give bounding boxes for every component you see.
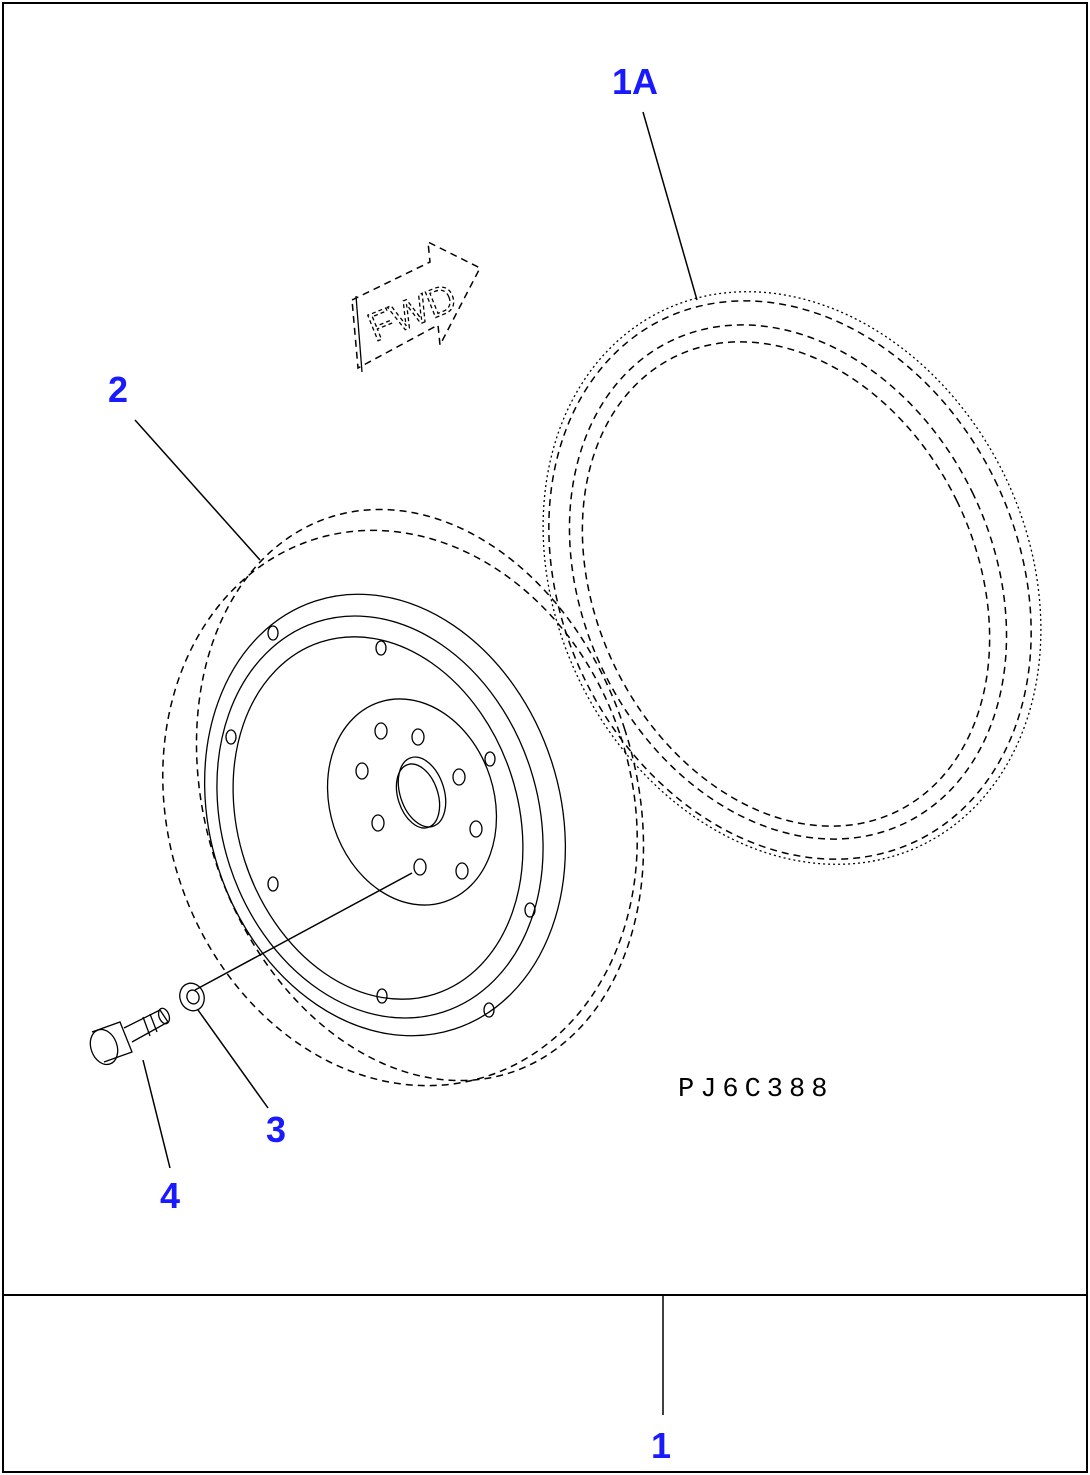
callout-bolt: 4 bbox=[160, 1175, 180, 1216]
callout-ring-gear: 1A bbox=[612, 61, 658, 102]
bolt bbox=[89, 1007, 171, 1066]
washer bbox=[179, 982, 205, 1012]
ring-gear bbox=[542, 291, 1042, 865]
leader-lines bbox=[134, 111, 698, 1415]
rim-bolt-holes bbox=[225, 625, 536, 1018]
flywheel bbox=[162, 508, 645, 1087]
callout-flywheel: 2 bbox=[108, 369, 128, 410]
forward-direction-arrow: FWD bbox=[351, 240, 482, 373]
callout-washer: 3 bbox=[266, 1109, 286, 1150]
figure-code: PJ6C388 bbox=[678, 1075, 833, 1105]
callout-assembly: 1 bbox=[651, 1425, 671, 1466]
hub-bolt-holes bbox=[355, 722, 483, 880]
